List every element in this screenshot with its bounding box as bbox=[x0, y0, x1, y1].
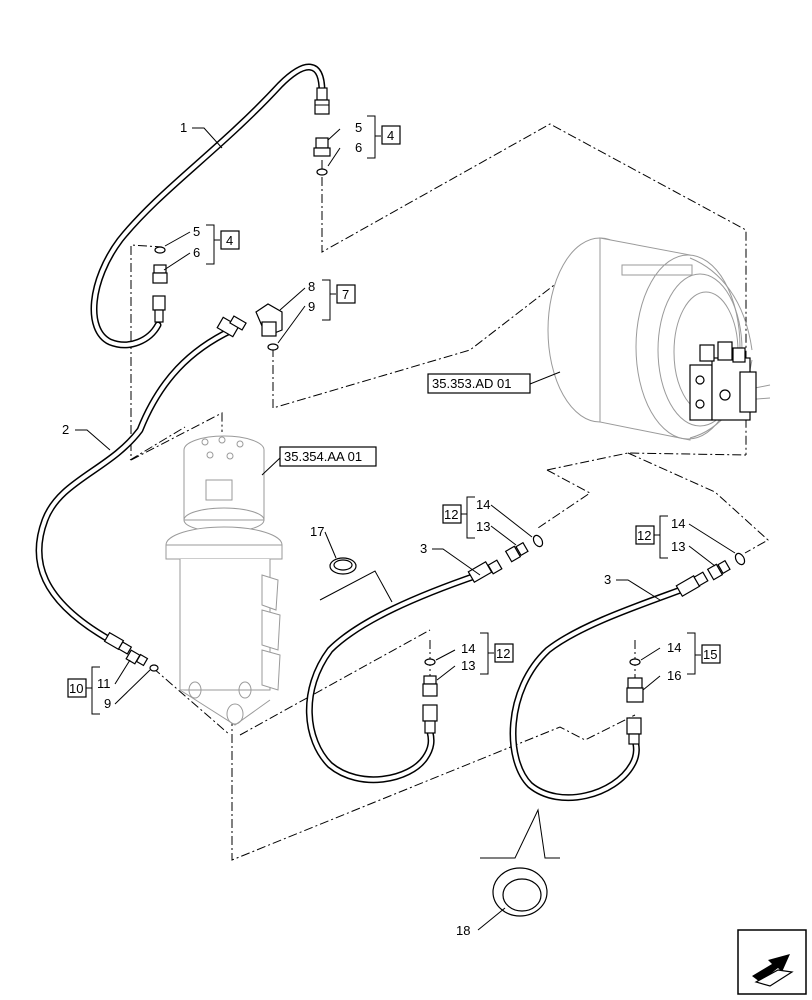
o-ring-9-upper bbox=[267, 343, 279, 351]
callout-13-upper-left: 13 bbox=[476, 519, 490, 534]
callout-6-left: 6 bbox=[193, 245, 200, 260]
seal-17 bbox=[319, 557, 393, 603]
adapter-11 bbox=[125, 649, 149, 667]
kit-boxes bbox=[67, 125, 721, 698]
adapter-16 bbox=[626, 677, 644, 703]
hose-1-top-fitting bbox=[314, 87, 330, 115]
kit-10: 10 bbox=[69, 681, 83, 696]
callout-6-upper: 6 bbox=[355, 140, 362, 155]
callout-3-right: 3 bbox=[604, 572, 611, 587]
kit-7: 7 bbox=[342, 287, 349, 302]
hose-2-bottom-fitting bbox=[103, 631, 133, 655]
callout-9-lower: 9 bbox=[104, 696, 111, 711]
o-ring-6-left bbox=[154, 246, 166, 254]
kit-brackets bbox=[86, 115, 701, 715]
hose-3-left-bottom-fitting bbox=[422, 704, 438, 734]
callout-1: 1 bbox=[180, 120, 187, 135]
callout-numbers: 1 2 3 3 5 6 5 6 8 9 11 9 14 13 14 13 14 … bbox=[62, 120, 685, 938]
o-ring-6-upper bbox=[316, 168, 328, 176]
ref-swivel-joint: 35.354.AA 01 bbox=[284, 449, 362, 464]
kit-4-upper: 4 bbox=[387, 128, 394, 143]
hose-3-left bbox=[305, 571, 482, 784]
callout-13-upper-right: 13 bbox=[671, 539, 685, 554]
assembly-lines bbox=[129, 123, 769, 861]
callout-14-lower-right: 14 bbox=[667, 640, 681, 655]
grommet-18 bbox=[480, 808, 560, 917]
kit-numbers: 4 4 7 10 12 12 12 15 bbox=[69, 128, 717, 696]
callout-13-lower: 13 bbox=[461, 658, 475, 673]
swivel-joint-ghost bbox=[165, 435, 283, 726]
callout-11: 11 bbox=[97, 676, 111, 691]
o-ring-14-lower-right bbox=[629, 658, 641, 666]
adapter-13-lower bbox=[422, 675, 438, 697]
elbow-8 bbox=[255, 303, 283, 337]
kit-12-upper-right: 12 bbox=[637, 528, 651, 543]
callout-5-upper: 5 bbox=[355, 120, 362, 135]
adapter-13-upper-left bbox=[504, 541, 529, 563]
adapter-5-left bbox=[152, 264, 168, 284]
motor-valve-block bbox=[689, 341, 757, 421]
o-ring-14-upper-right bbox=[734, 552, 746, 566]
hose-1-left-fitting bbox=[152, 295, 166, 323]
kit-15: 15 bbox=[703, 647, 717, 662]
callout-9-upper: 9 bbox=[308, 299, 315, 314]
callout-8: 8 bbox=[308, 279, 315, 294]
next-page-arrow-icon[interactable] bbox=[737, 929, 807, 995]
hose-2-top-fitting bbox=[216, 315, 247, 338]
callout-18: 18 bbox=[456, 923, 470, 938]
callout-14-upper-right: 14 bbox=[671, 516, 685, 531]
ref-travel-motor: 35.353.AD 01 bbox=[432, 376, 512, 391]
leader-lines bbox=[75, 127, 736, 931]
callout-14-upper-left: 14 bbox=[476, 497, 490, 512]
hose-3-right bbox=[509, 584, 690, 802]
callout-5-left: 5 bbox=[193, 224, 200, 239]
kit-12-lower: 12 bbox=[496, 646, 510, 661]
reference-labels: 35.353.AD 01 35.354.AA 01 bbox=[284, 376, 512, 464]
adapter-13-upper-right bbox=[706, 559, 731, 581]
reference-boxes bbox=[279, 373, 531, 467]
callout-3-left: 3 bbox=[420, 541, 427, 556]
callout-16: 16 bbox=[667, 668, 681, 683]
adapter-5-upper bbox=[313, 137, 331, 157]
o-ring-14-lower-left bbox=[424, 658, 436, 666]
o-ring-14-upper-left bbox=[532, 534, 544, 548]
callout-14-lower-left: 14 bbox=[461, 641, 475, 656]
o-ring-9-lower bbox=[149, 664, 159, 672]
callout-2: 2 bbox=[62, 422, 69, 437]
kit-12-upper-left: 12 bbox=[444, 507, 458, 522]
callout-17: 17 bbox=[310, 524, 324, 539]
hose-2 bbox=[35, 326, 236, 644]
hose-3-right-bottom-fitting bbox=[626, 717, 642, 745]
hose-1 bbox=[90, 63, 326, 349]
hose-3-left-top-fitting bbox=[467, 559, 503, 584]
kit-4-left: 4 bbox=[226, 233, 233, 248]
hose-3-right-top-fitting bbox=[675, 571, 709, 598]
